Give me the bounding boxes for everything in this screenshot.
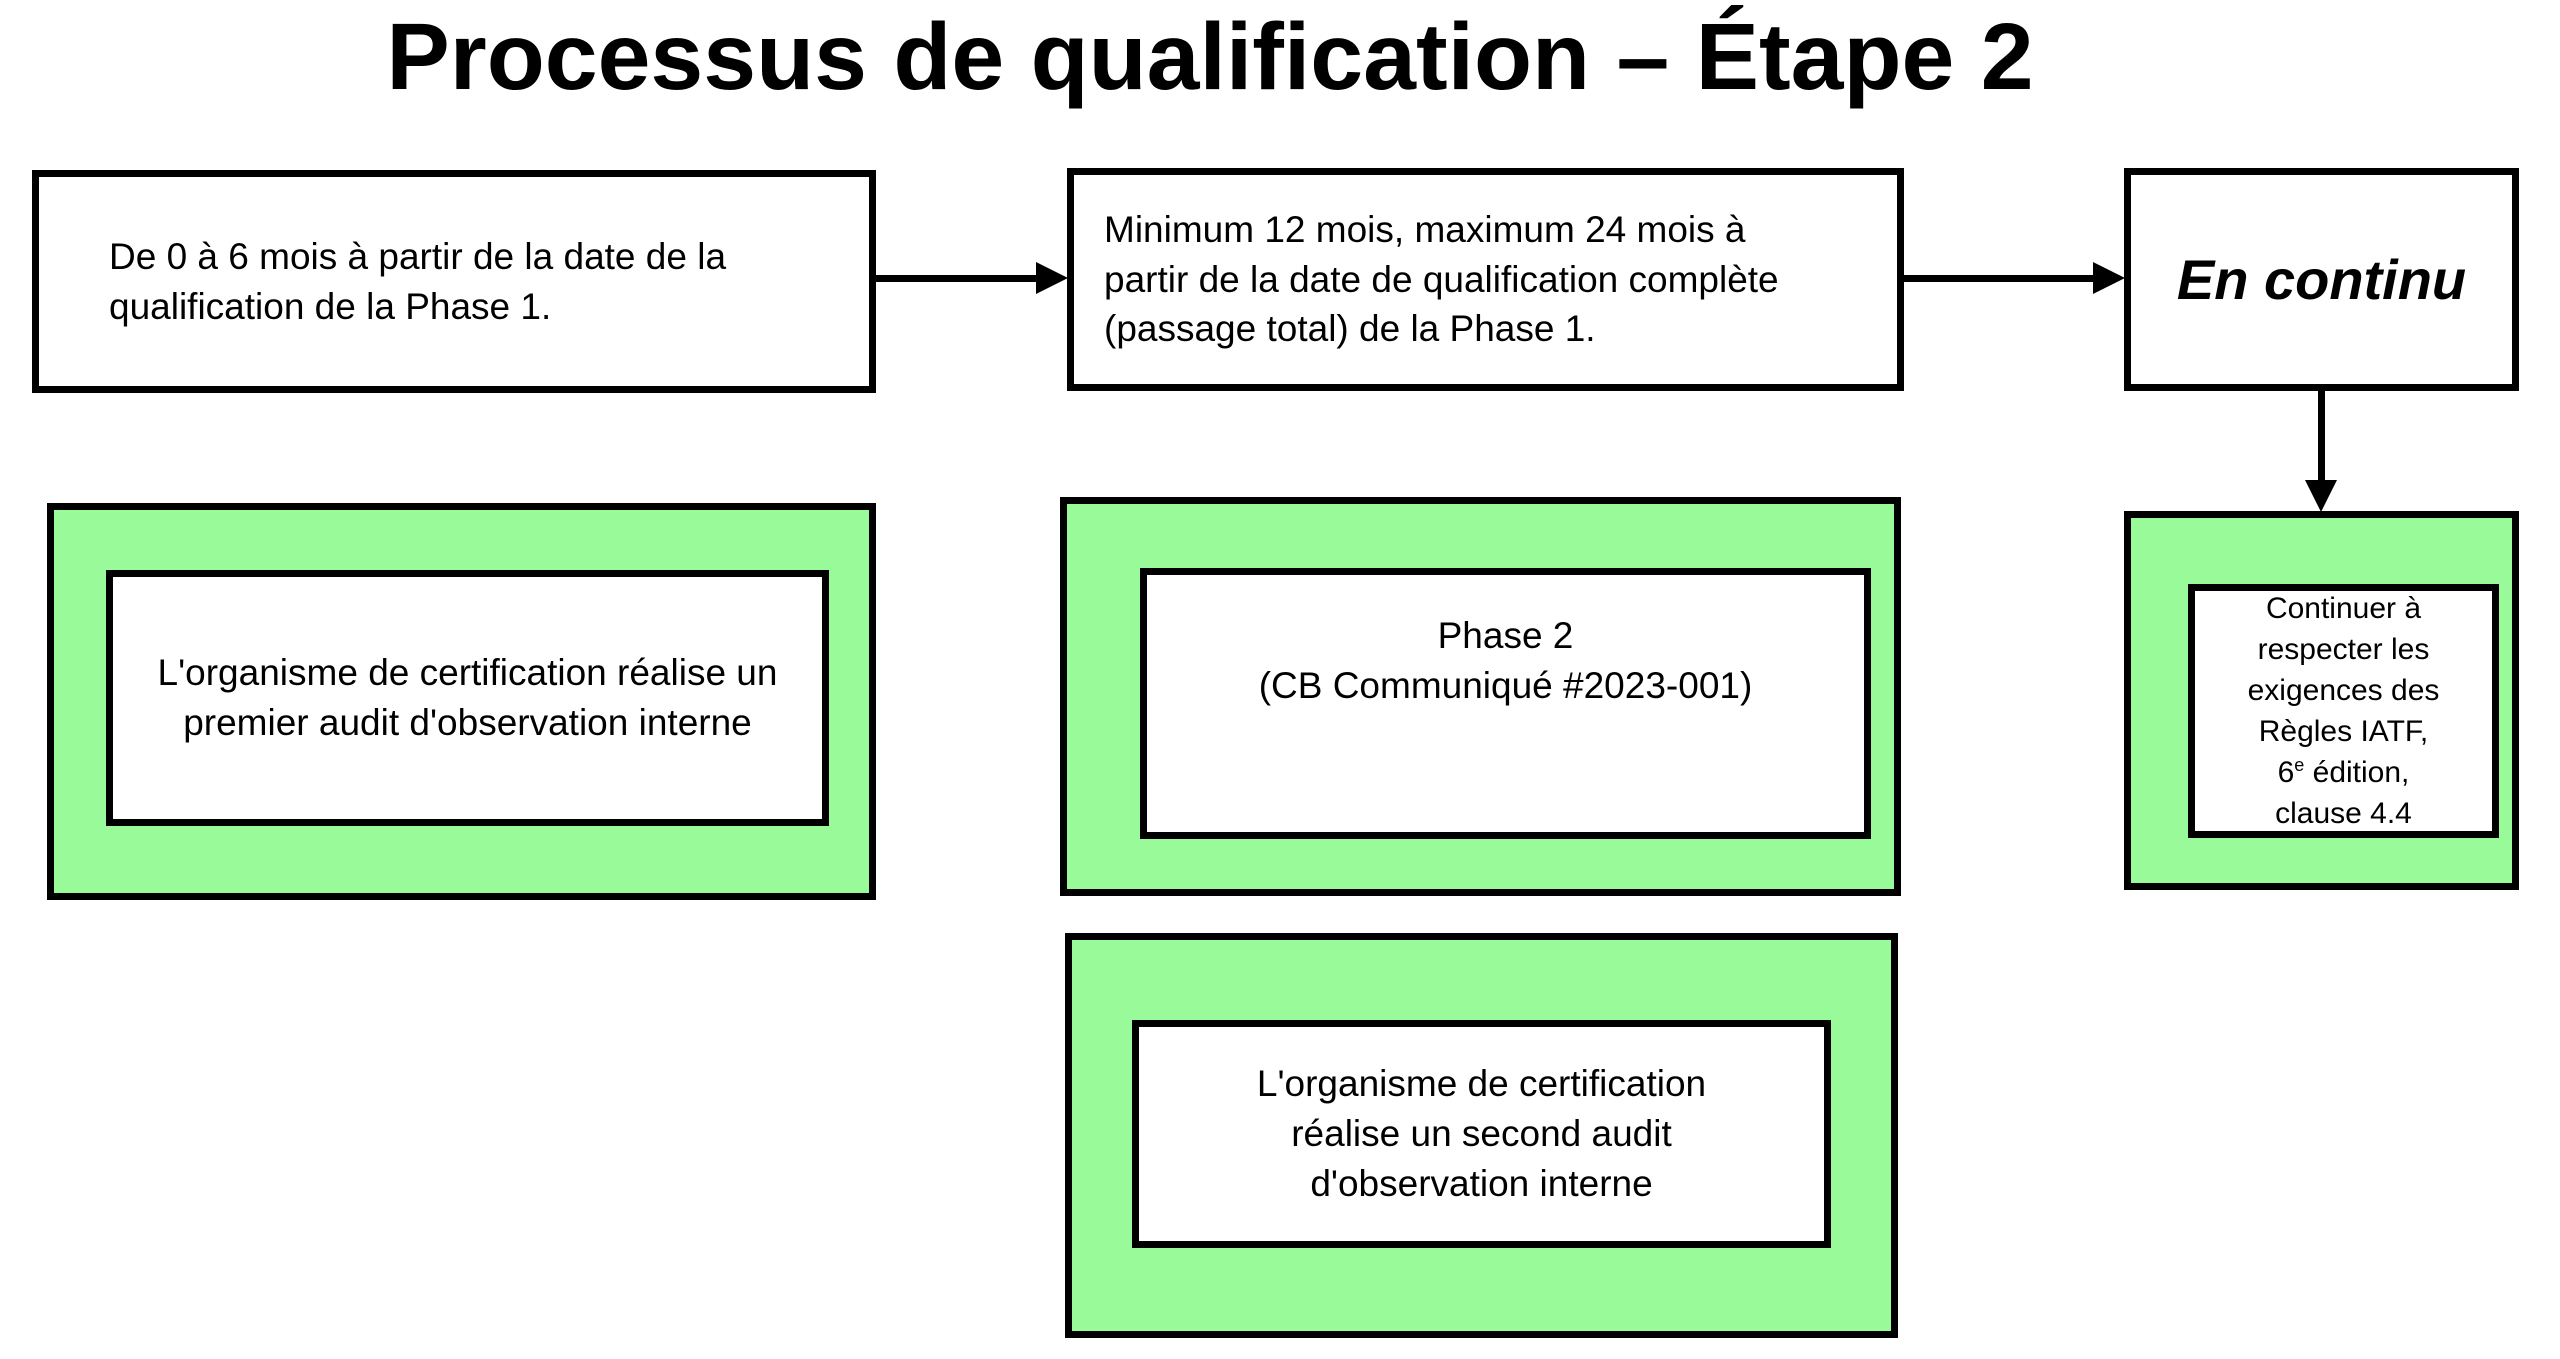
arrow-right-icon (1036, 262, 1068, 294)
arrow-down-icon (2305, 480, 2337, 512)
inner-box-second-audit: L'organisme de certification réalise un … (1132, 1020, 1831, 1248)
box-timing-0-6-mois-text: De 0 à 6 mois à partir de la date de la … (109, 235, 727, 327)
box-timing-12-24-mois: Minimum 12 mois, maximum 24 mois à parti… (1067, 168, 1904, 391)
ongoing-requirements-text: Continuer à respecter les exigences des … (2248, 588, 2440, 835)
inner-box-phase2: Phase 2 (CB Communiqué #2023-001) (1140, 568, 1871, 839)
first-audit-text: L'organisme de certification réalise un … (157, 652, 778, 743)
box-en-continu-text: En continu (2176, 247, 2467, 311)
arrow-line-en-continu-down (2318, 390, 2325, 482)
flowchart-title: Processus de qualification – Étape 2 (386, 4, 2034, 110)
ongoing-requirements-text-after: édition, clause 4.4 (2275, 756, 2412, 831)
ongoing-requirements-text-before: Continuer à respecter les exigences des … (2247, 591, 2440, 790)
arrow-right-icon (2093, 262, 2125, 294)
box-en-continu: En continu (2124, 168, 2519, 391)
second-audit-text: L'organisme de certification réalise un … (1256, 1063, 1707, 1204)
arrow-line-step2-to-step3 (1903, 275, 2095, 282)
inner-box-ongoing-requirements: Continuer à respecter les exigences des … (2188, 584, 2499, 838)
box-timing-0-6-mois: De 0 à 6 mois à partir de la date de la … (32, 170, 876, 393)
box-timing-12-24-mois-text: Minimum 12 mois, maximum 24 mois à parti… (1104, 208, 1779, 350)
inner-box-first-audit: L'organisme de certification réalise un … (106, 570, 829, 826)
phase2-text: Phase 2 (CB Communiqué #2023-001) (1258, 615, 1753, 706)
arrow-line-step1-to-step2 (875, 275, 1039, 282)
edition-superscript: e (2294, 755, 2305, 776)
